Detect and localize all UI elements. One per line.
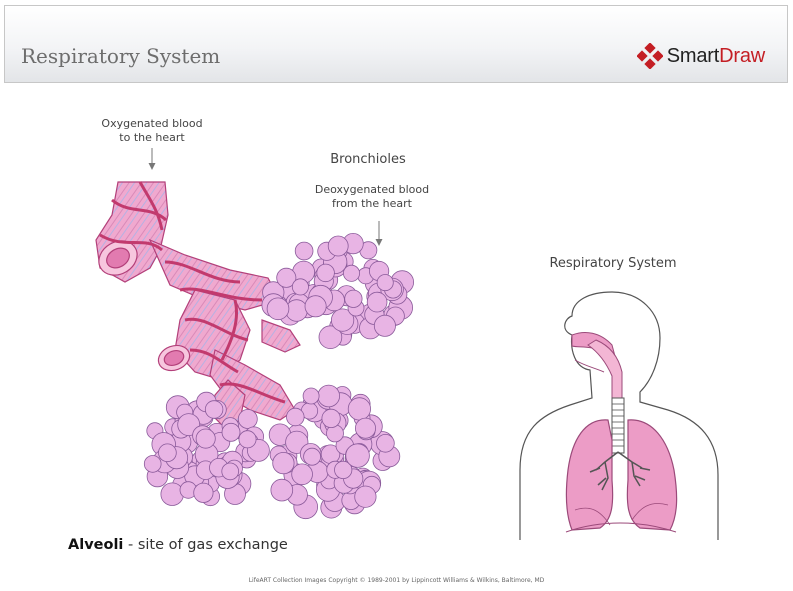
label-oxygenated-line1: Oxygenated blood [92, 117, 212, 131]
label-oxygenated-blood: Oxygenated blood to the heart [92, 117, 212, 145]
alveolus [304, 448, 321, 465]
alveolus [222, 463, 239, 480]
alveolus [292, 464, 313, 485]
alveolus [318, 385, 340, 407]
alveolus [196, 429, 215, 448]
alveolus [328, 236, 348, 256]
label-deoxygenated-line2: from the heart [308, 197, 436, 211]
alveolus [159, 444, 177, 462]
alveolus [355, 418, 375, 438]
alveolus [303, 388, 319, 404]
alveolus [348, 398, 370, 420]
arrow-oxygenated [149, 148, 156, 170]
alveolus [194, 483, 213, 502]
alveolus [144, 456, 161, 473]
caption-rest: - site of gas exchange [123, 537, 287, 553]
alveolus [287, 408, 305, 426]
alveolus [295, 242, 313, 260]
alveolus [346, 444, 370, 468]
copyright-footer: LifeART Collection Images Copyright © 19… [0, 577, 793, 584]
alveolus [355, 486, 376, 507]
alveolus [273, 452, 294, 473]
alveolus [374, 315, 395, 336]
alveolus [205, 401, 223, 419]
alveolus [345, 290, 362, 307]
arrow-deoxygenated [376, 221, 383, 246]
alveolus [377, 434, 395, 452]
alveolus [377, 275, 393, 291]
alveolus [161, 483, 184, 506]
alveolus [322, 409, 340, 427]
alveolus [222, 423, 240, 441]
label-oxygenated-line2: to the heart [92, 131, 212, 145]
alveolus [238, 410, 257, 429]
label-deoxygenated-line1: Deoxygenated blood [308, 183, 436, 197]
label-respiratory-system: Respiratory System [535, 256, 691, 271]
alveolus [292, 279, 308, 295]
alveolus [367, 292, 387, 312]
label-bronchioles: Bronchioles [318, 152, 418, 167]
alveolus [271, 479, 293, 501]
alveolus [267, 298, 289, 320]
respiratory-system-figure [520, 292, 718, 540]
alveoli-caption: Alveoli - site of gas exchange [68, 537, 288, 553]
label-deoxygenated-blood: Deoxygenated blood from the heart [308, 183, 436, 211]
alveolus [305, 296, 326, 317]
alveolus [239, 431, 256, 448]
caption-bold: Alveoli [68, 537, 123, 553]
alveolus [317, 264, 335, 282]
